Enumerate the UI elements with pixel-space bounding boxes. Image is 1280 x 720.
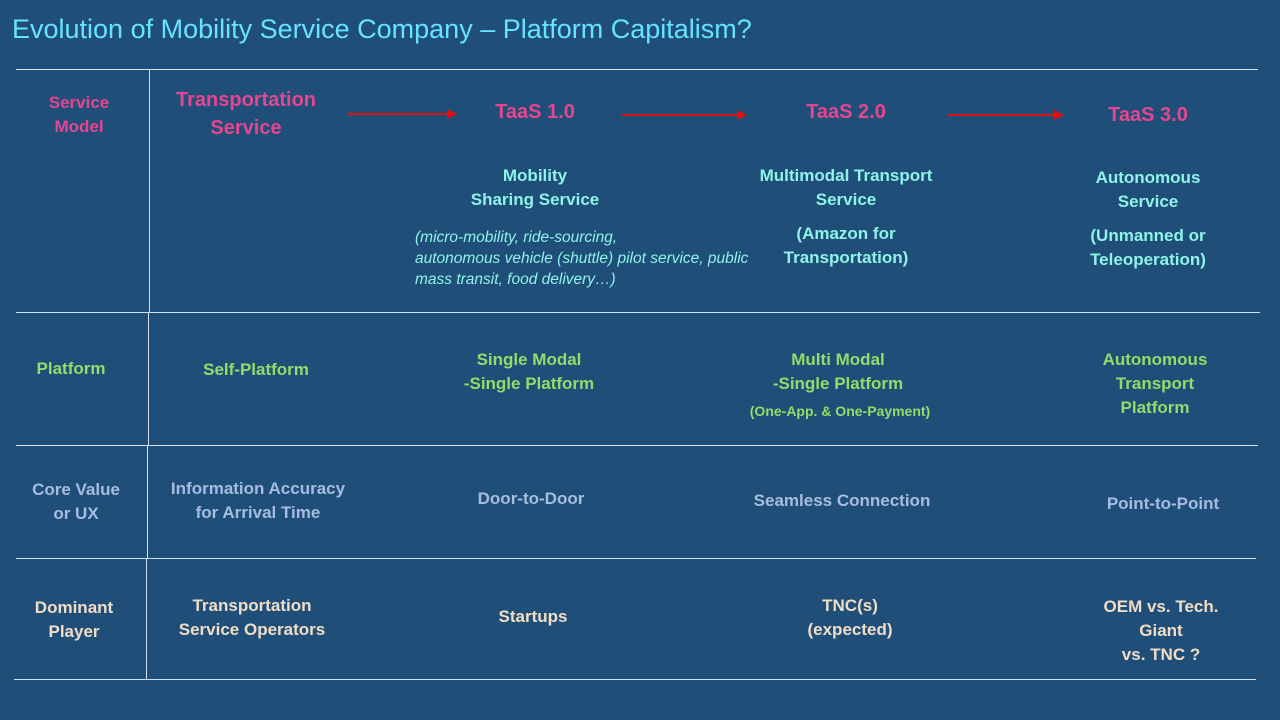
taas2-service-name: Multimodal Transport Service	[759, 166, 933, 209]
platform-taas-1: Single Modal -Single Platform	[463, 350, 595, 393]
stage-taas-2: TaaS 2.0	[806, 101, 886, 123]
column-divider	[148, 312, 149, 445]
platform-transportation-service: Self-Platform	[203, 360, 309, 379]
core-value-taas-1: Door-to-Door	[477, 489, 585, 508]
player-transportation-service: Transportation Service Operators	[178, 596, 326, 639]
player-taas-3: OEM vs. Tech. Giant vs. TNC ?	[1103, 597, 1219, 664]
stage-taas-3: TaaS 3.0	[1108, 104, 1188, 126]
taas3-note: (Unmanned or Teleoperation)	[1090, 226, 1206, 269]
divider-service-platform	[16, 312, 1260, 313]
divider-top	[16, 69, 1258, 70]
taas2-note: (Amazon for Transportation)	[783, 224, 909, 267]
divider-platform-core	[16, 445, 1258, 446]
stage-taas-1: TaaS 1.0	[495, 101, 575, 123]
arrow-right	[348, 109, 457, 119]
column-divider	[147, 445, 148, 558]
arrow-right	[948, 110, 1064, 120]
player-taas-2: TNC(s) (expected)	[807, 596, 893, 639]
row-label-dominant-player: Dominant Player	[34, 598, 114, 641]
column-divider	[146, 558, 147, 679]
platform-taas-2: Multi Modal -Single Platform	[772, 350, 904, 393]
platform-taas-2-note: (One-App. & One-Payment)	[749, 403, 931, 419]
row-label-core-value: Core Value or UX	[32, 480, 120, 523]
stage-transportation-service: Transportation Service	[175, 89, 317, 139]
taas1-examples: (micro-mobility, ride-sourcing, autonomo…	[415, 229, 749, 288]
row-label-platform: Platform	[36, 359, 106, 378]
row-label-service-model: Service Model	[48, 93, 110, 136]
core-value-taas-2: Seamless Connection	[753, 491, 931, 510]
column-divider	[149, 69, 150, 312]
taas1-service-name: Mobility Sharing Service	[470, 166, 600, 209]
taas3-service-name: Autonomous Service	[1095, 168, 1201, 211]
platform-taas-3: Autonomous Transport Platform	[1102, 350, 1208, 417]
player-taas-1: Startups	[498, 607, 568, 626]
core-value-transportation-service: Information Accuracy for Arrival Time	[170, 479, 346, 522]
slide-title: Evolution of Mobility Service Company – …	[12, 14, 752, 44]
divider-core-player	[16, 558, 1256, 559]
core-value-taas-3: Point-to-Point	[1106, 494, 1220, 513]
arrow-right	[621, 110, 747, 120]
divider-bottom	[14, 679, 1256, 680]
